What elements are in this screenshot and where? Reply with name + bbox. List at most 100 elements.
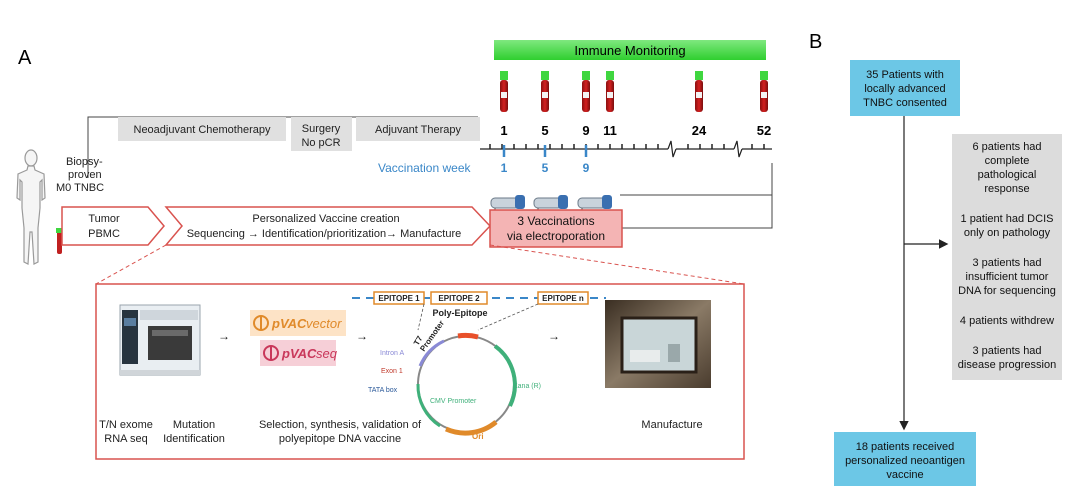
sequencer-image <box>119 304 201 376</box>
blood-tube-cap <box>541 71 549 80</box>
caption-rna-seq: RNA seq <box>104 433 147 445</box>
epitope-n-box <box>537 291 589 305</box>
electroporation-device-handle <box>558 195 568 209</box>
plasmid-diagram <box>416 332 517 436</box>
patient-label-2: proven <box>68 169 102 181</box>
immune-monitoring-bar <box>494 40 766 60</box>
blood-tube-cap <box>582 71 590 80</box>
zoom-line-right <box>489 244 745 285</box>
plasmid-exon-label: Exon 1 <box>381 368 403 375</box>
vaccinations-box <box>489 209 623 248</box>
electroporation-device-icon <box>490 197 520 209</box>
blood-tube-label-patch <box>583 92 589 98</box>
electroporation-device-handle <box>515 195 525 209</box>
arrow-2: → <box>356 329 368 343</box>
patient-label-3: M0 TNBC <box>56 182 104 194</box>
pvac-seq-text-a: pVAC <box>281 346 317 361</box>
vaccine-creation-steps: Sequencing → Identification/prioritizati… <box>187 228 462 240</box>
panel-a-label: A <box>18 47 32 69</box>
exclusion-reason-line: 3 patients had <box>972 257 1041 269</box>
surgery-box <box>291 117 352 151</box>
panel-b-label: B <box>809 31 822 53</box>
timeline-break <box>667 140 677 158</box>
vaccinations-label-2: via electroporation <box>507 229 605 243</box>
immune-monitoring-label: Immune Monitoring <box>574 43 685 58</box>
adjuvant-box <box>356 117 480 141</box>
vaccination-week-number: 5 <box>542 161 549 175</box>
caption-manufacture: Manufacture <box>641 419 702 431</box>
exclusion-reason-line: pathological <box>978 169 1037 181</box>
patient-tube-icon <box>57 230 62 254</box>
vaccine-creation-box <box>164 206 492 246</box>
plasmid-cmv-label: CMV Promoter <box>430 398 477 405</box>
electroporation-device-icon <box>577 197 607 209</box>
plasmid-ori-label: Ori <box>472 432 484 441</box>
exclusion-reason-line: disease progression <box>958 359 1056 371</box>
epitope-zoom-right <box>477 303 539 331</box>
received-line-2: personalized neoantigen <box>845 455 965 467</box>
consented-line-1: 35 Patients with <box>866 69 944 81</box>
tumor-pbmc-box <box>61 206 165 246</box>
blood-tube-cap <box>760 71 768 80</box>
exclusion-reason-line: response <box>984 183 1029 195</box>
exclusion-reason-line: insufficient tumor <box>966 271 1049 283</box>
blood-tube-label-patch <box>696 92 702 98</box>
electroporation-device-icon <box>533 197 563 209</box>
plasmid-tata-label: TATA box <box>368 387 398 394</box>
caption-selection-2: polyepitope DNA vaccine <box>279 433 401 445</box>
epitope-1-label: EPITOPE 1 <box>378 294 420 303</box>
consented-line-2: locally advanced <box>864 83 945 95</box>
pvac-seq-text-b: seq <box>316 346 338 361</box>
pvac-vector-text-a: pVAC <box>271 316 307 331</box>
neoadjuvant-label: Neoadjuvant Chemotherapy <box>134 124 271 136</box>
surgery-label-1: Surgery <box>302 123 341 135</box>
plasmid-intron-label: Intron A <box>380 350 404 357</box>
blood-tubes <box>500 71 768 112</box>
caption-tn-exome: T/N exome <box>99 419 153 431</box>
timeline-break <box>733 140 743 158</box>
epitope-zoom-left <box>417 303 425 331</box>
adjuvant-label: Adjuvant Therapy <box>375 124 462 136</box>
caption-identification: Identification <box>163 433 225 445</box>
arrow-3: → <box>548 329 560 343</box>
plasmid-kana-label: Kana (R) <box>513 383 541 390</box>
timeline-week-label: 11 <box>603 123 617 138</box>
exclusion-reason-line: DNA for sequencing <box>958 285 1056 297</box>
manufacture-room-image <box>605 300 711 388</box>
consented-line-3: TNBC consented <box>863 97 947 109</box>
timeline-week-label: 5 <box>541 123 548 138</box>
tumor-label: Tumor <box>88 213 120 225</box>
caption-selection-1: Selection, synthesis, validation of <box>259 419 422 431</box>
received-line-1: 18 patients received <box>856 441 954 453</box>
return-line <box>620 163 773 196</box>
epitope-n-label: EPITOPE n <box>542 294 584 303</box>
vaccination-connector-line <box>622 195 773 229</box>
blood-tube-cap <box>500 71 508 80</box>
epitope-2-box <box>430 291 488 305</box>
electroporation-device-handle <box>602 195 612 209</box>
exclusion-reason-line: 3 patients had <box>972 345 1041 357</box>
caption-mutation: Mutation <box>173 419 215 431</box>
timeline-week-label: 52 <box>757 123 771 138</box>
blood-tube-label-patch <box>542 92 548 98</box>
pvac-vector-text-b: vector <box>306 316 342 331</box>
epitope-1-box <box>373 291 425 305</box>
blood-tube-cap <box>606 71 614 80</box>
epitope-2-label: EPITOPE 2 <box>438 294 480 303</box>
pbmc-label: PBMC <box>88 228 120 240</box>
exclusion-reason-line: 1 patient had DCIS <box>961 213 1054 225</box>
exclusion-reason-line: complete <box>985 155 1030 167</box>
electroporation-devices <box>490 195 612 214</box>
timeline-week-label: 1 <box>500 123 507 138</box>
exclusions-box <box>952 134 1062 380</box>
consented-box <box>850 60 960 116</box>
blood-tube-label-patch <box>607 92 613 98</box>
patient-figure-icon <box>16 149 46 265</box>
neoadjuvant-box <box>118 117 286 141</box>
timeline-axis <box>480 140 772 158</box>
exclusion-reason-line: 6 patients had <box>972 141 1041 153</box>
